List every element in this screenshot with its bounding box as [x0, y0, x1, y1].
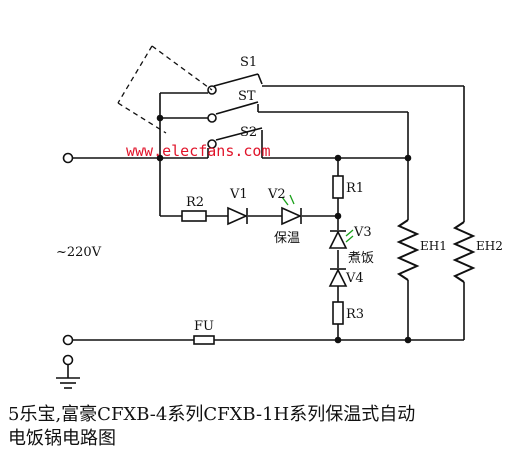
led-v2 — [281, 206, 302, 226]
live-terminal — [62, 152, 74, 164]
watermark: www.elecfans.com — [126, 142, 271, 160]
wiring — [56, 45, 465, 389]
label-fu: FU — [194, 319, 214, 334]
caption-line-2: 电饭锅电路图 — [8, 428, 116, 449]
heater-eh2 — [452, 221, 476, 283]
mechanical-linkage — [117, 45, 213, 134]
caption-line-1: 5乐宝,富豪CFXB-4系列CFXB-1H系列保温式自动 — [8, 404, 416, 425]
diagram-caption: 5乐宝,富豪CFXB-4系列CFXB-1H系列保温式自动 电饭锅电路图 — [8, 403, 518, 451]
s2-contact — [207, 139, 217, 149]
led-v3 — [328, 230, 348, 249]
ground-terminal — [62, 354, 74, 366]
label-v2: V2 — [267, 187, 286, 202]
components — [181, 175, 348, 345]
heaters — [396, 219, 476, 283]
label-v3: V3 — [353, 225, 372, 240]
label-keep-warm: 保温 — [274, 231, 300, 246]
label-voltage: ~220V — [56, 245, 102, 260]
label-r2: R2 — [186, 195, 204, 210]
s2-blade — [215, 127, 263, 141]
label-s2: S2 — [240, 125, 257, 140]
label-r1: R1 — [346, 181, 364, 196]
led-emission-arrows — [281, 194, 354, 243]
neutral-terminal — [62, 334, 74, 346]
s1-blade — [213, 73, 259, 87]
diode-v1 — [227, 206, 248, 226]
label-r3: R3 — [346, 307, 364, 322]
label-s1: S1 — [240, 55, 257, 70]
st-blade — [215, 101, 259, 115]
label-st: ST — [238, 89, 256, 104]
label-eh2: EH2 — [476, 239, 503, 253]
label-eh1: EH1 — [420, 239, 447, 253]
st-contact — [207, 113, 217, 123]
resistor-r1 — [332, 175, 344, 199]
label-v4: V4 — [345, 271, 364, 286]
diode-v4 — [328, 268, 348, 287]
label-v1: V1 — [229, 187, 248, 202]
label-cooking: 煮饭 — [348, 251, 374, 266]
resistor-r2 — [181, 210, 207, 222]
resistor-r3 — [332, 301, 344, 325]
heater-eh1 — [396, 219, 420, 281]
fuse-fu — [193, 335, 215, 345]
